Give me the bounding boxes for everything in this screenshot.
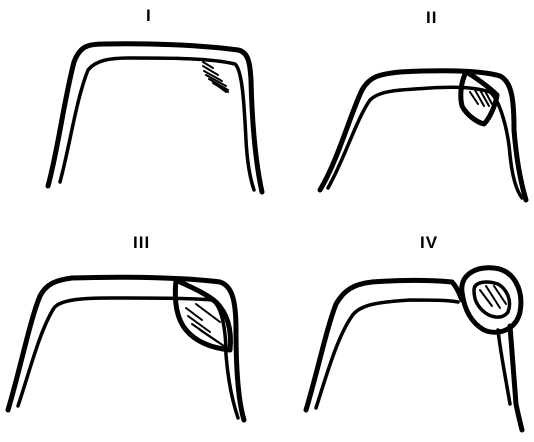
panel-ii-lesion [461,72,497,124]
panel-iv-arch [306,268,522,430]
panel-iv-lesion [462,268,521,333]
panel-ii-arch [320,71,526,200]
panel-i-arch [48,44,262,192]
panel-i-lesion [203,62,228,92]
panel-iii-arch [8,277,244,420]
